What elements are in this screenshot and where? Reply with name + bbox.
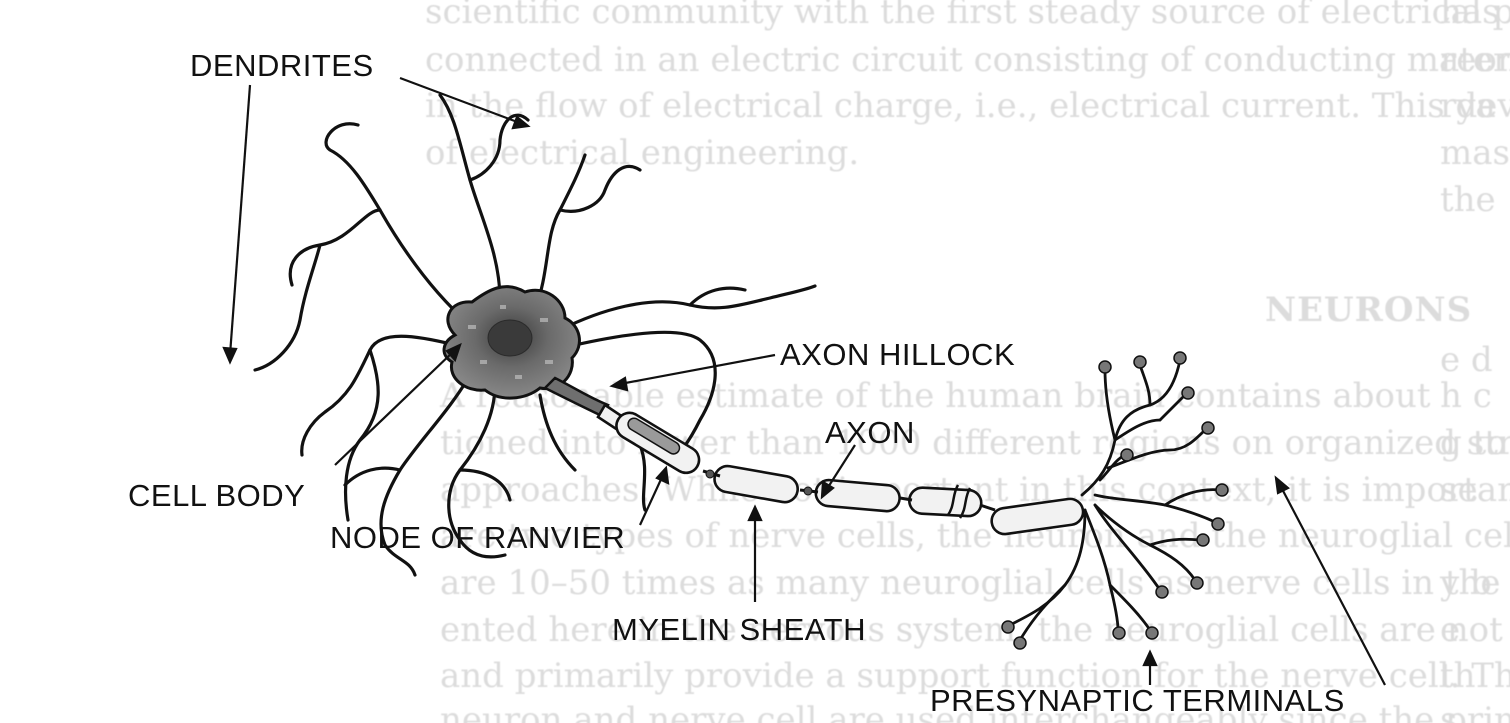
presynaptic-terminal bbox=[1113, 627, 1125, 639]
label-cell-body: CELL BODY bbox=[128, 478, 305, 514]
terminal-branch bbox=[1082, 360, 1180, 495]
dendrite bbox=[540, 395, 575, 470]
presynaptic-terminal bbox=[1002, 621, 1014, 633]
dendrite bbox=[690, 288, 745, 305]
presynaptic-terminal bbox=[1134, 356, 1146, 368]
presynaptic-terminal bbox=[1121, 449, 1133, 461]
dendrite bbox=[346, 350, 379, 520]
presynaptic-terminal bbox=[1014, 637, 1026, 649]
myelin-segment bbox=[909, 487, 982, 517]
label-dendrites: DENDRITES bbox=[190, 48, 374, 84]
label-axon-hillock: AXON HILLOCK bbox=[780, 337, 1015, 373]
myelin-segment bbox=[712, 464, 799, 504]
axon-hillock-arrowhead bbox=[612, 378, 627, 390]
cell-body-pointer bbox=[335, 350, 455, 465]
dendrites-arrowhead-left bbox=[224, 348, 236, 362]
label-node-of-ranvier: NODE OF RANVIER bbox=[330, 520, 625, 556]
terminal-branch bbox=[1100, 455, 1125, 480]
myelin-sheath-arrowhead bbox=[749, 507, 761, 520]
dendrite bbox=[290, 210, 380, 285]
axon bbox=[980, 505, 995, 510]
dendrite bbox=[560, 286, 815, 330]
presynaptic-terminal bbox=[1182, 387, 1194, 399]
terminal-branch bbox=[1160, 395, 1185, 420]
dendrite bbox=[440, 95, 500, 300]
presynaptic-terminal bbox=[1216, 484, 1228, 496]
axon-hillock bbox=[545, 378, 608, 416]
terminal-branch bbox=[1140, 365, 1150, 405]
presynaptic-terminal bbox=[1174, 352, 1186, 364]
nucleus bbox=[488, 320, 532, 356]
terminal-branch bbox=[1150, 539, 1200, 545]
presynaptic-terminal bbox=[1197, 534, 1209, 546]
dendrite bbox=[535, 155, 585, 310]
presynaptic-arrowhead-left bbox=[1144, 652, 1156, 665]
terminal-branch bbox=[1165, 490, 1220, 505]
terminal-branch bbox=[1020, 585, 1065, 640]
dendrite bbox=[460, 470, 510, 500]
dendrites-pointer-right bbox=[400, 78, 520, 123]
axon bbox=[900, 498, 912, 500]
presynaptic-terminal bbox=[1191, 577, 1203, 589]
presynaptic-terminal bbox=[1146, 627, 1158, 639]
label-axon: AXON bbox=[825, 415, 915, 451]
node-of-ranvier-arrowhead bbox=[657, 468, 668, 483]
dendrite bbox=[255, 245, 320, 370]
presynaptic-terminal bbox=[1212, 518, 1224, 530]
presynaptic-arrowhead-right bbox=[1276, 478, 1288, 493]
dendrite bbox=[326, 124, 470, 325]
presynaptic-terminal bbox=[1099, 361, 1111, 373]
terminal-branch bbox=[1095, 505, 1160, 590]
label-myelin-sheath: MYELIN SHEATH bbox=[612, 612, 866, 648]
terminal-branch bbox=[1095, 495, 1215, 522]
node-of-ranvier bbox=[804, 487, 812, 495]
presynaptic-terminal bbox=[1202, 422, 1214, 434]
label-presynaptic-terminals: PRESYNAPTIC TERMINALS bbox=[930, 683, 1345, 719]
dendrites-pointer-left bbox=[230, 85, 250, 355]
myelin-segment bbox=[990, 497, 1085, 536]
node-of-ranvier bbox=[706, 470, 714, 478]
presynaptic-pointer-right bbox=[1280, 485, 1385, 685]
axon-hillock-pointer bbox=[620, 355, 775, 384]
presynaptic-terminal bbox=[1156, 586, 1168, 598]
terminal-branch bbox=[1105, 370, 1115, 440]
